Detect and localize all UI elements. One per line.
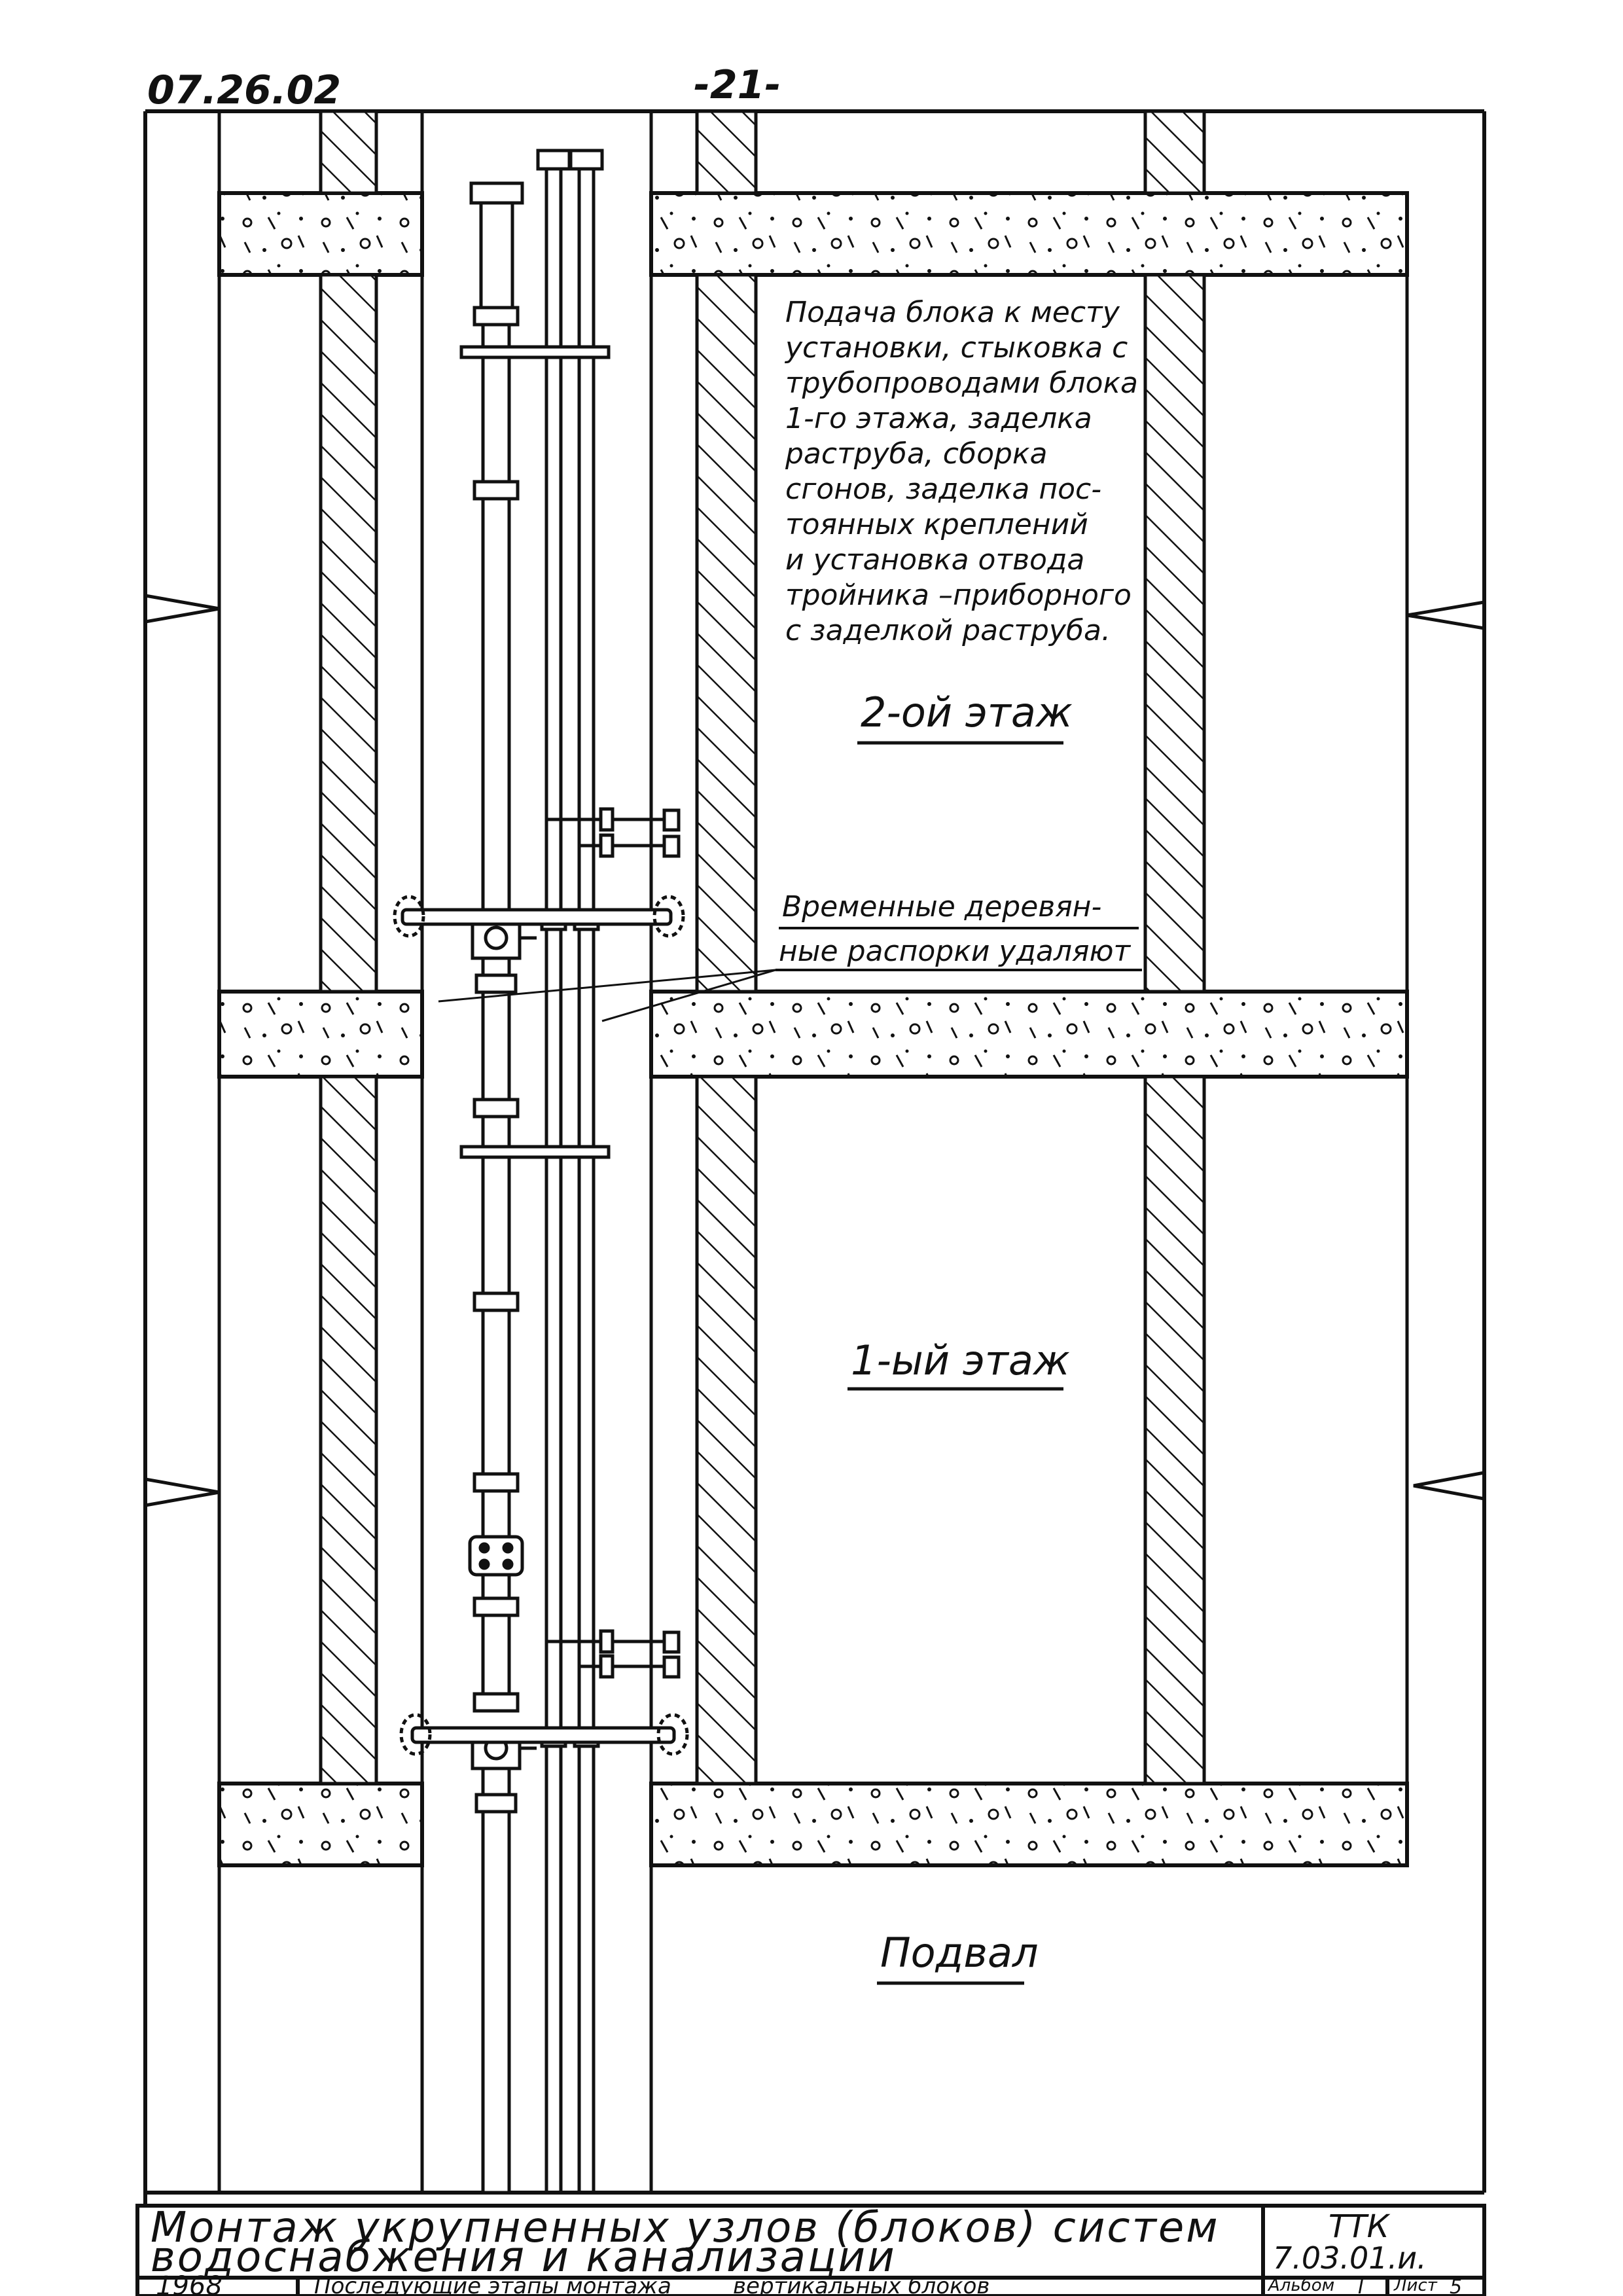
pipe-clamps (393, 345, 689, 1756)
wall-floor2-center (695, 273, 758, 994)
wall-top-left (319, 109, 378, 195)
wall-floor1-center (695, 1075, 758, 1785)
water-risers (536, 149, 604, 2193)
wall-top-right (1143, 109, 1206, 195)
slab-mid-right (649, 990, 1409, 1079)
wall-floor2-left (319, 273, 378, 994)
sewer-stack (468, 181, 537, 2195)
wall-top-center (695, 109, 758, 195)
wall-floor1-right (1143, 1075, 1206, 1785)
spacer-callout: Временные деревян- ные распорки удаляют (438, 890, 1142, 1022)
title-line-2: водоснабжения и канализации (151, 2233, 897, 2282)
subtitle-line-2: вертикальных блоков (733, 2273, 990, 2296)
annotation-line: тройника –приборного (785, 579, 1132, 612)
shaft-lines (217, 111, 1409, 2193)
page-number: -21- (694, 62, 781, 108)
subtitle-line-1: Последующие этапы монтажа (314, 2273, 671, 2296)
spacer-callout-line: Временные деревян- (782, 890, 1101, 924)
basement-label: Подвал (880, 1929, 1039, 1977)
series-code: 7.03.01.и. (1273, 2240, 1427, 2276)
sheet-frame (143, 109, 1486, 2195)
wall-floor2-right (1143, 273, 1206, 994)
spacer-callout-line: ные распорки удаляют (779, 935, 1131, 968)
annotation-line: трубопроводами блока (785, 367, 1138, 400)
fixture-branches (546, 807, 681, 1679)
annotation-line: сгонов, заделка пос- (785, 473, 1101, 506)
album-value: I (1358, 2276, 1364, 2296)
annotation-line: и установка отвода (785, 543, 1084, 577)
floor-slabs (217, 191, 1409, 1867)
slab-top-left (217, 191, 424, 277)
annotation-line: Подача блока к месту (785, 296, 1120, 329)
sheet-label: Лист (1393, 2276, 1438, 2295)
socket-top (469, 181, 524, 205)
floor-1-label: 1-ый этаж (851, 1336, 1070, 1384)
temporary-spacer-upper (401, 908, 673, 926)
annotation-line: с заделкой раструба. (785, 614, 1111, 647)
slab-low-right (649, 1782, 1409, 1867)
title-block (135, 2193, 1486, 2296)
annotation-line: раструба, сборка (785, 437, 1047, 471)
slab-low-left (217, 1782, 424, 1867)
annotation-line: тоянных креплений (785, 508, 1088, 541)
temporary-spacer-lower (410, 1726, 676, 1744)
slab-mid-left (217, 990, 424, 1079)
walls (319, 109, 1206, 1785)
annotation-line: 1-го этажа, заделка (785, 402, 1092, 435)
annotation-block: Подача блока к месту установки, стыковка… (784, 296, 1138, 647)
year: 1968 (156, 2271, 223, 2296)
album-label: Альбом (1267, 2276, 1334, 2295)
slab-top-right (649, 191, 1409, 277)
wall-floor1-left (319, 1075, 378, 1785)
doc-code: 07.26.02 (147, 67, 341, 113)
series-label: ТТК (1329, 2208, 1391, 2245)
floor-2-label: 2-ой этаж (861, 689, 1073, 736)
annotation-line: установки, стыковка с (784, 331, 1128, 365)
title-line-1: Монтаж укрупненных узлов (блоков) систем (151, 2204, 1220, 2252)
sheet-value: 5 (1450, 2276, 1462, 2296)
revision-fitting (468, 1535, 524, 1577)
